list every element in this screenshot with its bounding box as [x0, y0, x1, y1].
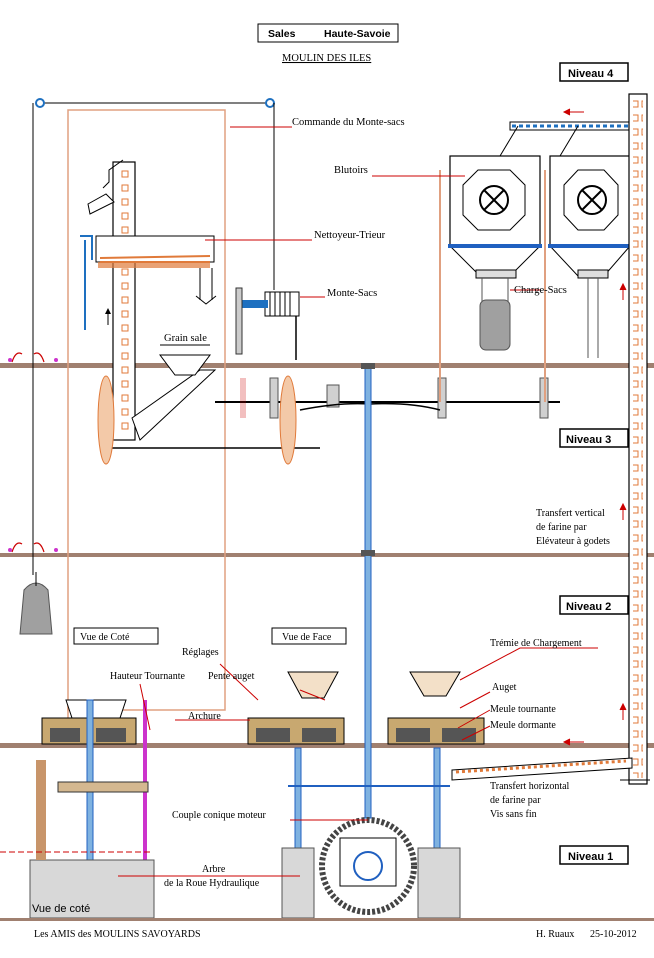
- label-tremie-chargement: Trémie de Chargement: [490, 638, 582, 649]
- svg-text:Niveau 3: Niveau 3: [566, 434, 611, 446]
- svg-text:Niveau 4: Niveau 4: [568, 68, 614, 80]
- level-4-label: Niveau 4: [559, 62, 629, 82]
- millstone-unit-front: [387, 671, 485, 859]
- label-vue-de-cote-bottom: Vue de coté: [32, 903, 90, 915]
- label-commande-monte-sacs: Commande du Monte-sacs: [292, 117, 405, 128]
- level-3-label: Niveau 3: [559, 428, 629, 448]
- leader-lines: [118, 126, 598, 877]
- nettoyeur-trieur: [80, 193, 217, 330]
- footer-association: Les AMIS des MOULINS SAVOYARDS: [34, 929, 201, 940]
- water-wheel: [319, 817, 417, 915]
- level-1-label: Niveau 1: [559, 845, 629, 865]
- foundations: [0, 760, 654, 921]
- svg-text:Niveau 2: Niveau 2: [566, 601, 611, 613]
- label-meule-dormante: Meule dormante: [490, 720, 556, 731]
- level-2-label: Niveau 2: [559, 595, 629, 615]
- blutoir-left: [448, 155, 542, 351]
- flour-conveyor-top: [439, 121, 631, 402]
- grain-chute: [131, 344, 217, 441]
- sack: [19, 572, 53, 635]
- floor-level-3: [0, 363, 654, 368]
- label-nettoyeur-trieur: Nettoyeur-Trieur: [314, 230, 386, 241]
- level-3-line-shaft: [97, 375, 560, 465]
- label-couple-conique: Couple conique moteur: [172, 810, 267, 821]
- label-charge-sacs: Charge-Sacs: [514, 285, 567, 296]
- label-reglages: Réglages: [182, 647, 219, 658]
- label-pente-auget: Pente auget: [208, 671, 255, 682]
- label-hauteur-tournante: Hauteur Tournante: [110, 671, 185, 682]
- mill-title: MOULIN DES ILES: [282, 53, 371, 64]
- label-monte-sacs: Monte-Sacs: [327, 288, 377, 299]
- svg-text:Vue de Coté: Vue de Coté: [80, 632, 130, 643]
- footer-date: 25-10-2012: [590, 929, 637, 940]
- label-transfert-vertical-3: Elévateur à godets: [536, 536, 610, 547]
- blutoir-right: [548, 155, 632, 358]
- millstone-unit-side: [41, 699, 147, 861]
- label-blutoirs: Blutoirs: [334, 165, 368, 176]
- label-transfert-vertical-1: Transfert vertical: [536, 508, 605, 519]
- label-archure: Archure: [188, 711, 221, 722]
- floor-level-1: [0, 743, 654, 748]
- floor-level-2: [0, 553, 654, 557]
- millstone-unit-face: [247, 671, 345, 859]
- label-arbre-2: de la Roue Hydraulique: [164, 878, 260, 889]
- main-vertical-shaft: [361, 363, 375, 819]
- label-transfert-horizontal-1: Transfert horizontal: [490, 781, 570, 792]
- label-transfert-vertical-2: de farine par: [536, 522, 587, 533]
- svg-text:Niveau 1: Niveau 1: [568, 851, 613, 863]
- svg-text:Vue de Face: Vue de Face: [282, 632, 332, 643]
- label-meule-tournante: Meule tournante: [490, 704, 556, 715]
- screw-conveyor: [451, 757, 633, 781]
- trapdoor-arrows: [8, 352, 58, 553]
- view-label-face: Vue de Face: [271, 627, 347, 645]
- label-arbre-1: Arbre: [202, 864, 226, 875]
- label-auget: Auget: [492, 682, 517, 693]
- header-department: Haute-Savoie: [324, 28, 391, 40]
- view-label-side: Vue de Coté: [73, 627, 159, 645]
- monte-sacs-drum: [235, 287, 300, 360]
- label-transfert-horizontal-2: de farine par: [490, 795, 541, 806]
- header-region: Sales: [268, 28, 296, 40]
- grain-elevator: [102, 159, 136, 441]
- flour-elevator: [620, 93, 650, 785]
- flow-arrows: [562, 108, 627, 746]
- label-transfert-horizontal-3: Vis sans fin: [490, 809, 537, 820]
- label-grain-sale: Grain sale: [164, 333, 207, 344]
- header-box: Sales Haute-Savoie: [257, 23, 399, 43]
- gear-shaft: [57, 781, 450, 793]
- footer-author: H. Ruaux: [536, 929, 574, 940]
